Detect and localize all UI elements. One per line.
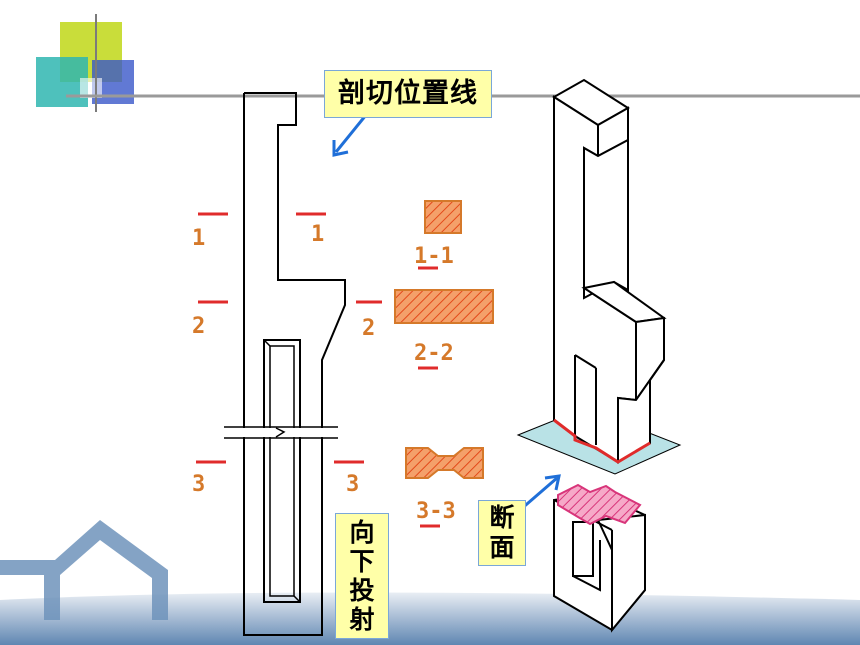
front-view-drawing	[224, 92, 346, 636]
projection-callout-char: 射	[349, 605, 375, 634]
section-callout-char: 断	[489, 503, 515, 532]
projection-callout-char: 投	[349, 576, 375, 605]
arrow-cut-line	[332, 114, 368, 157]
cut-mark-label-right-2: 2	[362, 316, 376, 341]
cut-mark-label-left-2: 2	[192, 314, 206, 339]
cut-position-marks	[196, 212, 382, 464]
section-label-underlines	[418, 266, 440, 528]
section-label-1-1: 1-1	[414, 244, 454, 269]
decorative-squares	[36, 14, 860, 112]
cut-mark-label-left-1: 1	[192, 226, 206, 251]
arrow-section	[519, 474, 561, 512]
projection-callout-char: 下	[349, 547, 375, 576]
projection-callout-char: 向	[349, 518, 375, 547]
decorative-house	[0, 520, 860, 645]
cut-position-line-callout: 剖切位置线	[324, 70, 492, 118]
cut-mark-label-right-1a: 1	[311, 222, 325, 247]
cut-mark-label-right-3: 3	[346, 472, 360, 497]
section-1-1-shape	[424, 200, 462, 234]
cut-mark-label-left-3: 3	[192, 472, 206, 497]
section-label-3-3: 3-3	[416, 499, 456, 524]
section-label-2-2: 2-2	[414, 341, 454, 366]
section-callout-char: 面	[489, 533, 515, 562]
isometric-drawing	[516, 78, 682, 633]
section-2-2-shape	[394, 289, 494, 324]
section-callout: 断 面	[478, 500, 526, 566]
downward-projection-callout: 向 下 投 射	[335, 513, 389, 639]
section-3-3-shape	[405, 447, 484, 479]
